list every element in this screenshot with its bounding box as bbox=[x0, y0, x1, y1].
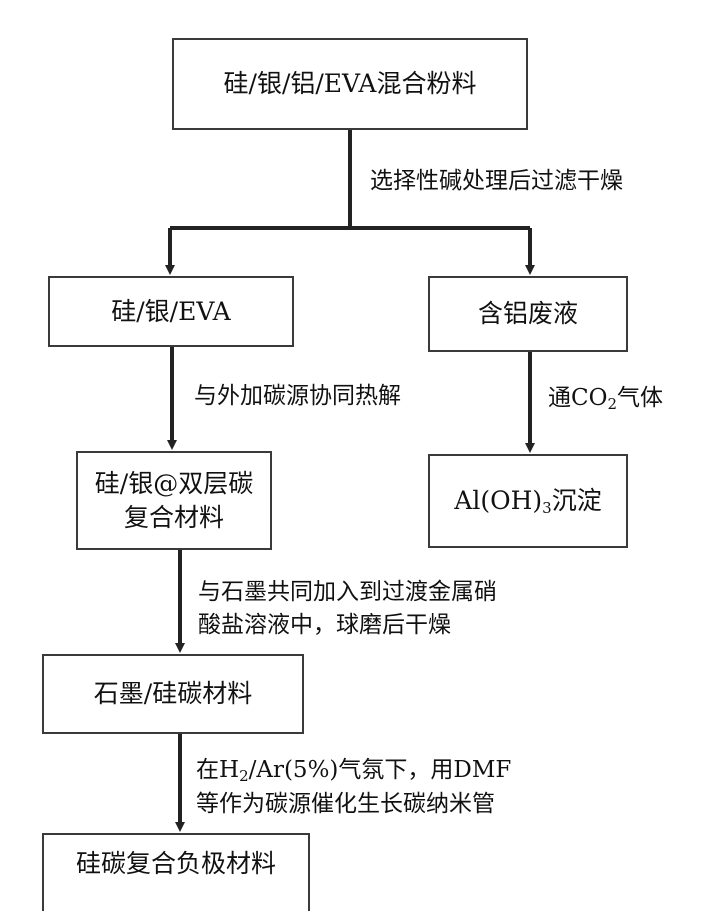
box-al-oh3-label: Al(OH)3沉淀 bbox=[454, 484, 601, 518]
box-si-ag-double-carbon: 硅/银@双层碳 复合材料 bbox=[76, 451, 272, 550]
box-graphite-si-c: 石墨/硅碳材料 bbox=[42, 654, 304, 734]
box-si-ag-double-carbon-line1: 硅/银@双层碳 bbox=[95, 467, 253, 501]
box-si-ag-eva-label: 硅/银/EVA bbox=[111, 295, 231, 329]
box-al-waste-liquid-label: 含铝废液 bbox=[478, 297, 578, 331]
box-al-waste-liquid: 含铝废液 bbox=[428, 276, 628, 352]
step-co2-gas: 通CO2气体 bbox=[548, 382, 663, 416]
step-cnt-line1: 在H2/Ar(5%)气氛下，用DMF bbox=[196, 754, 511, 788]
step-graphite-line2: 酸盐溶液中，球磨后干燥 bbox=[198, 609, 497, 642]
box-si-c-anode-label: 硅碳复合负极材料 bbox=[76, 847, 276, 881]
box-si-ag-al-eva-powder: 硅/银/铝/EVA混合粉料 bbox=[172, 38, 528, 130]
step-co-pyrolysis: 与外加碳源协同热解 bbox=[194, 380, 401, 413]
step-graphite-line1: 与石墨共同加入到过渡金属硝 bbox=[198, 576, 497, 609]
box-al-oh3-precipitate: Al(OH)3沉淀 bbox=[428, 454, 628, 548]
box-si-ag-al-eva-powder-label: 硅/银/铝/EVA混合粉料 bbox=[224, 67, 477, 101]
box-si-ag-eva: 硅/银/EVA bbox=[48, 276, 294, 347]
step-graphite-ball-milling: 与石墨共同加入到过渡金属硝 酸盐溶液中，球磨后干燥 bbox=[198, 576, 497, 643]
step-alkali-treatment: 选择性碱处理后过滤干燥 bbox=[370, 165, 623, 198]
box-si-c-anode: 硅碳复合负极材料 bbox=[42, 833, 310, 911]
step-cnt-line2: 等作为碳源催化生长碳纳米管 bbox=[196, 788, 511, 821]
box-si-ag-double-carbon-line2: 复合材料 bbox=[124, 501, 224, 535]
box-graphite-si-c-label: 石墨/硅碳材料 bbox=[94, 677, 252, 711]
step-cnt-growth: 在H2/Ar(5%)气氛下，用DMF 等作为碳源催化生长碳纳米管 bbox=[196, 754, 511, 821]
